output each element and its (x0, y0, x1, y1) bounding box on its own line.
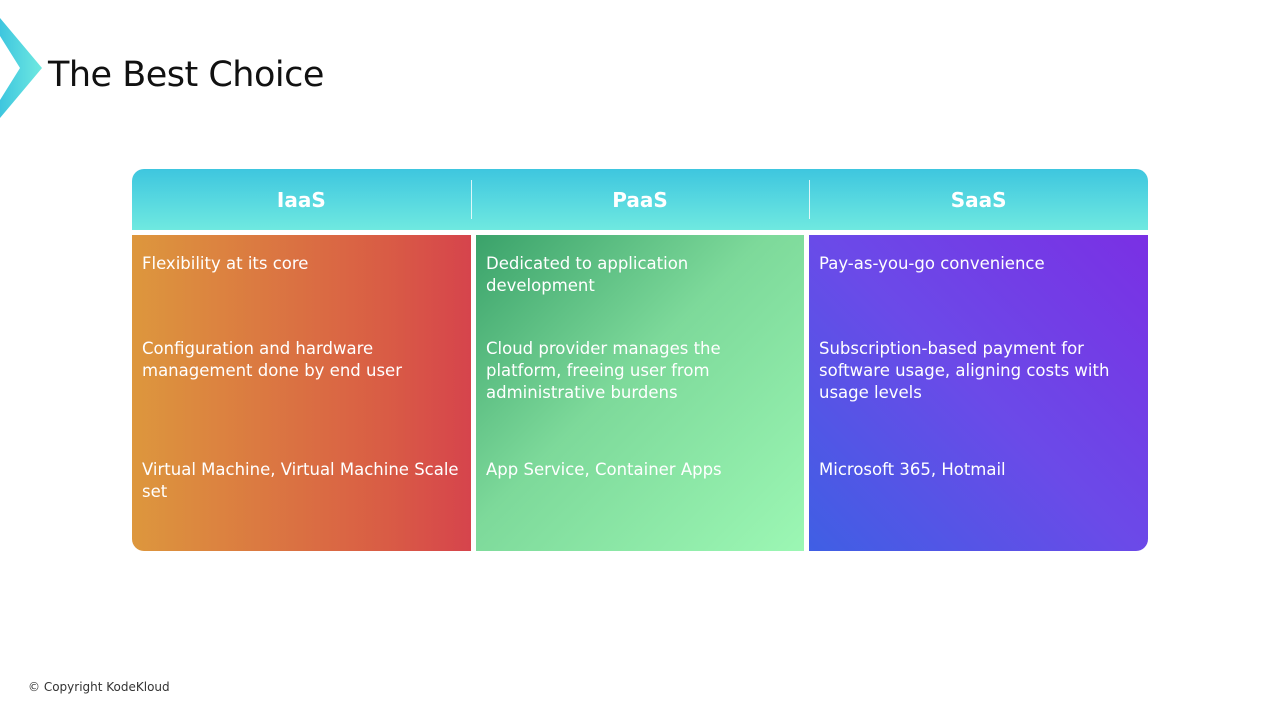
iaas-column: Flexibility at its core Configuration an… (132, 235, 471, 551)
list-item: Microsoft 365, Hotmail (819, 460, 1006, 479)
list-item: App Service, Container Apps (486, 460, 722, 479)
list-item: Cloud provider manages the platform, fre… (486, 339, 721, 402)
page-title: The Best Choice (48, 55, 324, 95)
header-paas: PaaS (470, 169, 810, 230)
list-item: Virtual Machine, Virtual Machine Scale s… (142, 460, 459, 501)
list-item: Flexibility at its core (142, 254, 309, 273)
list-item: Configuration and hardware management do… (142, 339, 402, 380)
saas-column: Pay-as-you-go convenience Subscription-b… (809, 235, 1148, 551)
table-header: IaaS PaaS SaaS (132, 169, 1148, 230)
list-item: Pay-as-you-go convenience (819, 254, 1045, 273)
list-item: Dedicated to application development (486, 254, 689, 295)
header-iaas: IaaS (276, 187, 326, 212)
paas-column: Dedicated to application development Clo… (476, 235, 804, 551)
list-item: Subscription-based payment for software … (819, 339, 1110, 402)
copyright: © Copyright KodeKloud (28, 680, 170, 694)
header-saas: SaaS (809, 169, 1148, 230)
kodekloud-logo-icon (0, 18, 42, 118)
